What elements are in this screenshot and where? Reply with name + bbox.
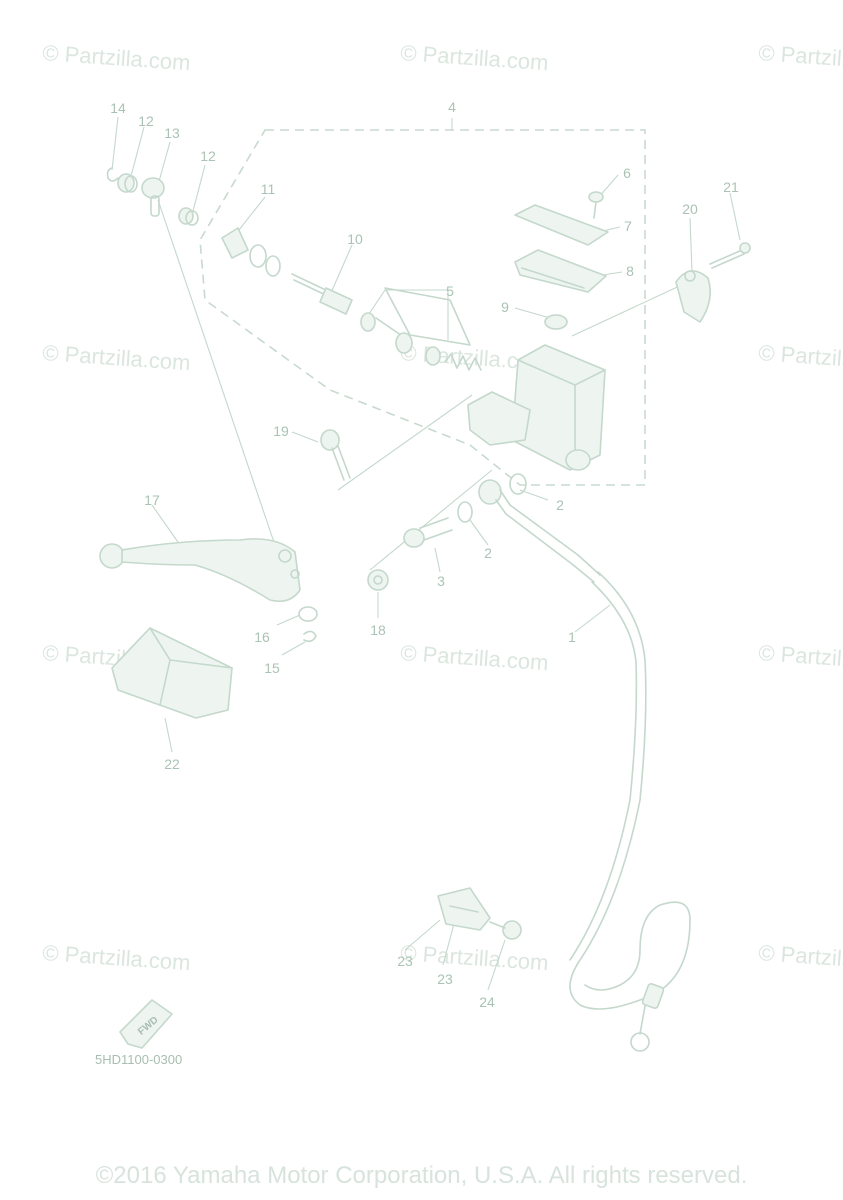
callout-22: 22 [164,756,180,772]
part-2-washers [457,473,527,523]
callout-12: 12 [138,113,154,129]
watermark: © Partzilla.com [400,40,550,75]
callout-10: 10 [347,231,363,247]
part-master-cylinder-body [467,344,606,471]
part-23-holder [437,887,491,931]
fwd-arrow-icon: FWD [119,999,173,1049]
part-11-boot [221,227,281,277]
part-10-push-rod [291,273,353,315]
part-12-bushing-upper [117,173,138,193]
watermark: © Partzilla.com [758,40,843,75]
callout-4: 4 [448,99,456,115]
watermark: © Partzilla.com [42,940,192,975]
part-21-bolt [709,242,751,269]
part-13-pivot-bolt [141,177,165,217]
callout-19: 19 [273,423,289,439]
part-3-union-bolt [403,517,453,548]
callout-23: 23 [397,953,413,969]
callout-13: 13 [164,125,180,141]
watermark: © Partzilla.com [42,340,192,375]
callout-1: 1 [568,629,576,645]
callout-9: 9 [501,299,509,315]
part-15-circlip [303,630,317,643]
leader-lines [111,116,741,991]
callout-24: 24 [479,994,495,1010]
callout-3: 3 [437,573,445,589]
part-9-float [544,314,568,330]
callout-16: 16 [254,629,270,645]
part-19-pin [320,429,351,481]
callout-17: 17 [144,492,160,508]
watermark: © Partzilla.com [758,340,843,375]
diagram-code: 5HD1100-0300 [95,1052,182,1067]
part-18-nut [367,569,389,591]
watermark: © Partzilla.com [400,640,550,675]
part-20-clamp [675,270,711,323]
part-14-clip [106,167,119,182]
callout-15: 15 [264,660,280,676]
callout-11: 11 [261,181,276,197]
part-8-diaphragm [514,249,607,293]
callout-23: 23 [437,971,453,987]
callout-2: 2 [556,497,564,513]
part-24-screw [489,920,522,940]
callout-18: 18 [370,622,386,638]
watermark: © Partzilla.com [400,940,550,975]
watermark: © Partzilla.com [42,40,192,75]
callout-8: 8 [626,263,634,279]
callout-5: 5 [446,283,454,299]
part-16-washer [298,606,318,622]
part-22-cover [111,627,233,719]
callout-20: 20 [682,201,698,217]
callout-12: 12 [200,148,216,164]
part-6-screw [588,191,604,219]
part-1-brake-hose [478,479,691,1052]
part-17-lever [99,538,301,603]
watermark: © Partzilla.com [758,940,843,975]
part-12-bushing-lower [178,207,199,226]
callout-6: 6 [623,165,631,181]
callout-7: 7 [624,218,632,234]
copyright-notice: ©2016 Yamaha Motor Corporation, U.S.A. A… [95,1162,748,1189]
assembly-4-boundary [199,129,646,486]
part-5-piston-kit [360,287,482,371]
callout-21: 21 [723,179,739,195]
part-7-reservoir-cap [514,204,609,246]
watermark: © Partzilla.com [758,640,843,675]
callout-14: 14 [110,100,126,116]
callout-numbers: 1 2 2 3 4 5 6 7 8 9 10 11 12 12 13 14 15… [110,99,739,1010]
callout-2: 2 [484,545,492,561]
